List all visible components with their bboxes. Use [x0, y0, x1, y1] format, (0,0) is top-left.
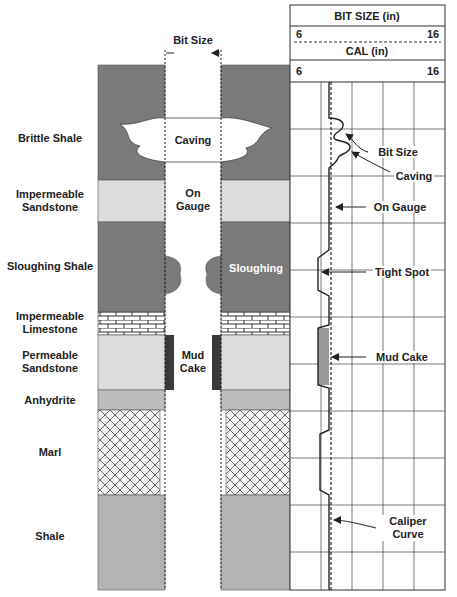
- formation-name: Shale: [4, 530, 96, 543]
- formation-name: Anhydrite: [4, 394, 96, 407]
- formation-name: Brittle Shale: [4, 132, 96, 145]
- hole-label: Caving: [166, 134, 220, 147]
- hole-label: On Gauge: [168, 187, 218, 212]
- hole-label: Bit Size: [163, 34, 223, 47]
- callout-text: Caving: [394, 170, 435, 183]
- formation-name: Impermeable Limestone: [4, 310, 96, 335]
- formation-name: Sloughing Shale: [4, 260, 96, 273]
- callout-text: On Gauge: [372, 201, 429, 214]
- callout-text: Bit Size: [376, 146, 420, 159]
- track-header: CAL (in): [292, 45, 442, 58]
- formation-name: Permeable Sandstone: [4, 349, 96, 374]
- formation-name: Impermeable Sandstone: [4, 188, 96, 213]
- callout-text: Tight Spot: [373, 266, 431, 279]
- formation-name: Marl: [4, 446, 96, 459]
- callout-text: Mud Cake: [374, 351, 430, 364]
- hole-label: Mud Cake: [176, 349, 210, 374]
- callout-text: Caliper Curve: [376, 515, 440, 540]
- scale-value: 16: [421, 65, 445, 78]
- scale-value: 6: [289, 28, 309, 41]
- scale-value: 6: [289, 65, 309, 78]
- hole-label: Sloughing: [223, 262, 289, 275]
- scale-value: 16: [421, 28, 445, 41]
- track-header: BIT SIZE (in): [292, 10, 442, 23]
